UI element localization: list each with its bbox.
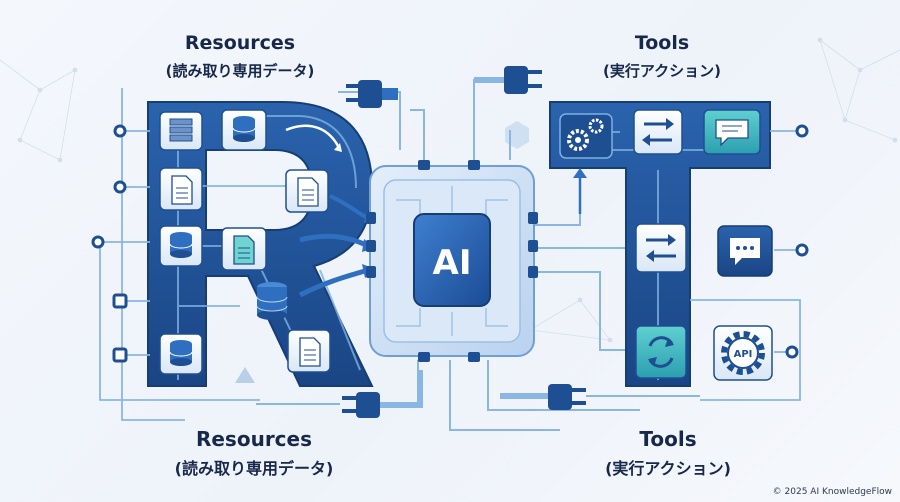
database-icon — [221, 109, 267, 151]
tool-tiles: API — [559, 109, 773, 381]
database-icon — [159, 333, 203, 375]
gears-icon — [559, 113, 613, 159]
database-icon — [256, 282, 288, 320]
left-node-dots — [91, 124, 128, 363]
plug-icon — [474, 66, 542, 94]
ai-to-tools-arrow — [573, 168, 587, 214]
document-icon — [159, 167, 203, 211]
right-node-dots — [785, 124, 809, 359]
tools-top-subtitle: (実行アクション) — [603, 62, 721, 80]
resources-top-title: Resources — [185, 32, 295, 54]
resource-tiles — [159, 109, 331, 375]
resources-bottom-title: Resources — [196, 427, 312, 451]
chat-icon — [703, 109, 761, 155]
database-icon — [159, 225, 203, 267]
tools-bottom-title: Tools — [639, 427, 696, 451]
server-icon — [159, 111, 203, 151]
resources-bottom-subtitle: (読み取り専用データ) — [175, 459, 334, 478]
chat-icon — [717, 225, 773, 277]
swap-arrows-icon — [635, 223, 687, 273]
tools-top-title: Tools — [635, 32, 689, 54]
swap-arrows-icon — [633, 109, 683, 155]
plug-icon — [338, 80, 401, 150]
copyright-notice: © 2025 AI KnowledgeFlow — [772, 487, 892, 497]
api-gear-icon: API — [713, 325, 773, 381]
ai-chip-label: AI — [433, 243, 472, 283]
resources-top-subtitle: (読み取り専用データ) — [166, 62, 315, 80]
cube-decoration — [505, 121, 529, 149]
document-icon — [287, 329, 331, 373]
triangle-decoration — [235, 367, 255, 383]
tools-bottom-subtitle: (実行アクション) — [605, 459, 731, 478]
plug-icon — [256, 370, 423, 418]
ai-chip: AI — [366, 79, 640, 431]
tools-external-lines — [690, 130, 801, 401]
document-icon — [221, 227, 267, 271]
api-label: API — [734, 349, 753, 360]
document-icon — [285, 169, 329, 213]
resource-to-ai-arrows — [298, 194, 376, 298]
background-network — [0, 37, 900, 343]
refresh-icon — [635, 325, 687, 379]
plug-icon — [500, 384, 700, 410]
